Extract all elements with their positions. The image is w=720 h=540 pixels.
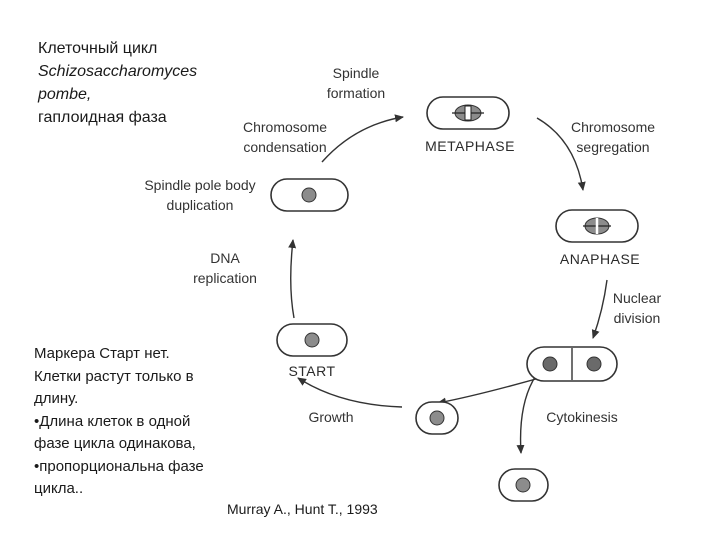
label-spindle: Spindle xyxy=(333,65,380,81)
label-division: division xyxy=(614,310,661,326)
arrow-start-to-dna-replication xyxy=(288,239,297,319)
label-duplication: duplication xyxy=(167,197,234,213)
arrow-binucleate-to-bottom xyxy=(516,376,536,454)
label-chromosome-1: Chromosome xyxy=(243,119,327,135)
label-condensation: condensation xyxy=(243,139,326,155)
daughter-cell-bottom xyxy=(498,468,549,502)
spb-duplication-cell xyxy=(270,178,349,212)
arrow-metaphase-to-anaphase xyxy=(536,117,586,191)
label-dna: DNA xyxy=(210,250,240,266)
note-line: цикла.. xyxy=(34,480,84,497)
arrow-condensation-to-metaphase xyxy=(321,114,404,163)
note-line: длину. xyxy=(34,390,79,407)
title-line-2: Schizosaccharomyces xyxy=(38,63,198,80)
start-cell xyxy=(276,323,348,357)
label-formation: formation xyxy=(327,85,385,101)
anaphase-cell xyxy=(555,209,639,243)
note-line: •пропорциональна фазе xyxy=(34,457,204,475)
citation: Murray A., Hunt T., 1993 xyxy=(227,501,378,517)
label-growth: Growth xyxy=(308,409,353,425)
label-segregation: segregation xyxy=(576,139,649,155)
title-line-3: pombe, xyxy=(38,86,92,103)
label-anaphase: ANAPHASE xyxy=(560,251,640,267)
note-line: Клетки растут только в xyxy=(34,367,194,385)
note-text: Маркера Старт нет. Клетки растут только … xyxy=(34,343,244,501)
label-nuclear: Nuclear xyxy=(613,290,662,306)
label-metaphase: METAPHASE xyxy=(425,138,515,154)
metaphase-cell xyxy=(426,96,510,130)
label-spindle-pole-body: Spindle pole body xyxy=(144,177,255,193)
label-start: START xyxy=(288,363,335,379)
note-line: •Длина клеток в одной xyxy=(34,412,191,430)
label-chromosome-2: Chromosome xyxy=(571,119,655,135)
daughter-cell-growth xyxy=(415,401,459,435)
title-line-1: Клеточный цикл xyxy=(38,40,158,57)
binucleate-cell xyxy=(526,346,618,382)
label-replication: replication xyxy=(193,270,257,286)
label-cytokinesis: Cytokinesis xyxy=(546,409,618,425)
note-line: Маркера Старт нет. xyxy=(34,345,170,362)
arrow-growth-to-start xyxy=(297,377,403,408)
title-line-4: гаплоидная фаза xyxy=(38,109,167,126)
note-line: фазе цикла одинакова, xyxy=(34,435,196,452)
arrow-anaphase-to-binucleate xyxy=(591,279,608,339)
